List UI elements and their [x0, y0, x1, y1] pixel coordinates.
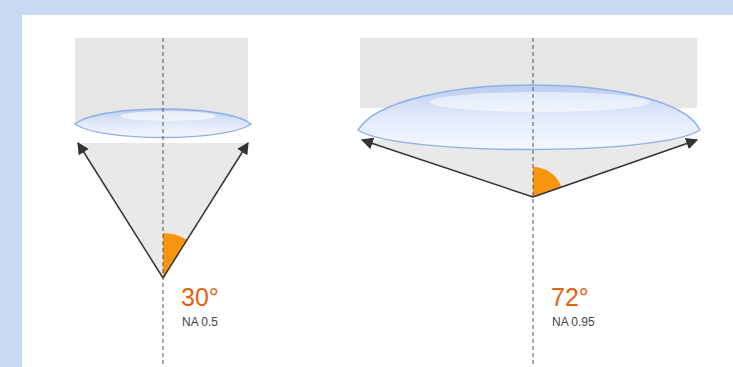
ray-arrow [362, 140, 533, 197]
ray-arrow [78, 143, 163, 278]
aperture-value: NA 0.5 [182, 316, 218, 328]
optical-axis [163, 38, 164, 367]
panel [22, 15, 733, 367]
ray-arrow [533, 140, 697, 197]
lens-highlight [120, 111, 216, 121]
angle-value: 30° [181, 285, 219, 310]
aperture-value: NA 0.95 [552, 316, 595, 328]
lens [358, 85, 700, 150]
lens-highlight [430, 92, 650, 112]
ray-arrow [163, 143, 248, 278]
lens-barrel [75, 38, 248, 124]
angle-value: 72° [551, 285, 589, 310]
optical-axis [533, 38, 534, 367]
